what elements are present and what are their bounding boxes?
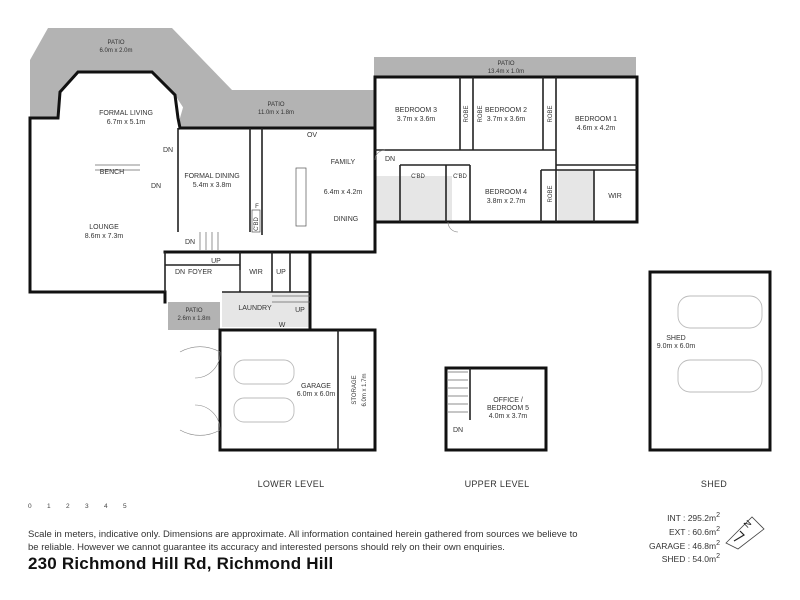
scale-tick: 1 xyxy=(47,503,51,510)
section-shed: SHED xyxy=(701,479,727,489)
oven-label: OV xyxy=(307,132,317,139)
hall-floor xyxy=(376,176,452,222)
laundry-label: LAUNDRY xyxy=(238,305,272,312)
robe-label-3: ROBE xyxy=(548,105,554,122)
patio-mid-dim: 11.0m x 1.8m xyxy=(258,110,294,116)
up-label-1: UP xyxy=(211,258,221,265)
formal-living-dim: 6.7m x 5.1m xyxy=(107,119,146,126)
robe-label-1: ROBE xyxy=(464,105,470,122)
patio-nw-label: PATIO xyxy=(107,40,124,46)
property-address: 230 Richmond Hill Rd, Richmond Hill xyxy=(28,554,334,573)
upper-level-walls xyxy=(444,366,548,452)
pantry-cbd-label: C'BD xyxy=(254,216,260,230)
area-row: INT : 295.2m2 xyxy=(667,511,720,523)
garage-label: GARAGE xyxy=(301,383,331,390)
scale-tick: 0 xyxy=(28,503,32,510)
patio-small xyxy=(168,302,220,330)
fridge-label: F xyxy=(255,204,259,210)
patio-small-label: PATIO xyxy=(185,308,202,314)
wir-label-2: WIR xyxy=(249,269,263,276)
lounge-dim: 8.6m x 7.3m xyxy=(85,233,124,240)
bedroom-3-dim: 3.7m x 3.6m xyxy=(397,116,436,123)
bedroom-4-label: BEDROOM 4 xyxy=(485,189,527,196)
dn-label-6: DN xyxy=(453,427,463,434)
office-label-2: BEDROOM 5 xyxy=(487,405,529,412)
bedroom-2-dim: 3.7m x 3.6m xyxy=(487,116,526,123)
dn-label-3: DN xyxy=(185,239,195,246)
door-swings xyxy=(179,149,459,436)
stairs xyxy=(95,164,468,413)
bedroom-1-dim: 4.6m x 4.2m xyxy=(577,125,616,132)
dn-label-5: DN xyxy=(175,269,185,276)
office-label-1: OFFICE / xyxy=(493,397,523,404)
family-label: FAMILY xyxy=(331,159,356,166)
robe-label-2: ROBE xyxy=(478,105,484,122)
disclaimer-text: Scale in meters, indicative only. Dimens… xyxy=(28,529,578,553)
lower-level-interior-walls xyxy=(164,77,637,450)
lower-level-walls xyxy=(28,70,639,452)
patio-top xyxy=(374,57,636,77)
bedroom-1-label: BEDROOM 1 xyxy=(575,116,617,123)
north-label: N xyxy=(742,518,754,530)
area-row: EXT : 60.6m2 xyxy=(668,524,720,537)
scale-tick: 4 xyxy=(104,503,108,510)
area-summary: INT : 295.2m2 EXT : 60.6m2 GARAGE : 46.8… xyxy=(640,510,720,565)
dn-label-1: DN xyxy=(163,147,173,154)
up-label-3: UP xyxy=(295,307,305,314)
formal-dining-dim: 5.4m x 3.8m xyxy=(193,182,232,189)
storage-dim: 6.0m x 1.7m xyxy=(362,373,368,406)
patio-top-label: PATIO xyxy=(497,61,514,67)
wir-label-1: WIR xyxy=(608,193,622,200)
garage-cars xyxy=(233,295,763,423)
scale-tick: 3 xyxy=(85,503,89,510)
dn-label-4: DN xyxy=(385,156,395,163)
garage-dim: 6.0m x 6.0m xyxy=(297,391,336,398)
wir-floor xyxy=(558,170,594,222)
storage-label: STORAGE xyxy=(352,375,358,404)
family-dim: 6.4m x 4.2m xyxy=(324,189,363,196)
shed-label: SHED xyxy=(666,335,685,342)
scale-tick: 2 xyxy=(66,503,70,510)
laundry-floor xyxy=(222,292,310,327)
shed-walls xyxy=(648,270,772,452)
patio-top-dim: 13.4m x 1.0m xyxy=(488,69,524,75)
scale-tick: 5 xyxy=(123,503,127,510)
dn-label-2: DN xyxy=(151,183,161,190)
office-dim: 4.0m x 3.7m xyxy=(489,413,528,420)
patio-northwest xyxy=(30,28,232,118)
section-upper-level: UPPER LEVEL xyxy=(465,479,530,489)
section-lower-level: LOWER LEVEL xyxy=(258,479,325,489)
patio-small-dim: 2.6m x 1.8m xyxy=(177,316,210,322)
hall-cbd-label: C'BD xyxy=(453,174,467,180)
north-arrow-icon: N xyxy=(725,516,765,550)
patio-mid-label: PATIO xyxy=(267,102,284,108)
lounge-label: LOUNGE xyxy=(89,224,119,231)
area-row: SHED : 54.0m2 xyxy=(661,552,720,565)
bedroom-4-dim: 3.8m x 2.7m xyxy=(487,198,526,205)
bedroom-3-label: BEDROOM 3 xyxy=(395,107,437,114)
bench-label: BENCH xyxy=(100,169,125,176)
formal-dining-label: FORMAL DINING xyxy=(184,173,239,180)
washer-label: W xyxy=(279,322,286,329)
patio-nw-dim: 6.0m x 2.0m xyxy=(99,48,132,54)
patio-middle xyxy=(180,90,375,128)
linen-cbd-label: C'BD xyxy=(411,174,425,180)
bedroom-2-label: BEDROOM 2 xyxy=(485,107,527,114)
dining-label: DINING xyxy=(334,216,359,223)
foyer-label: FOYER xyxy=(188,269,212,276)
robe-label-4: ROBE xyxy=(548,185,554,202)
area-row: GARAGE : 46.8m2 xyxy=(648,538,720,551)
up-label-2: UP xyxy=(276,269,286,276)
formal-living-label: FORMAL LIVING xyxy=(99,110,153,117)
shed-dim: 9.0m x 6.0m xyxy=(657,343,696,350)
